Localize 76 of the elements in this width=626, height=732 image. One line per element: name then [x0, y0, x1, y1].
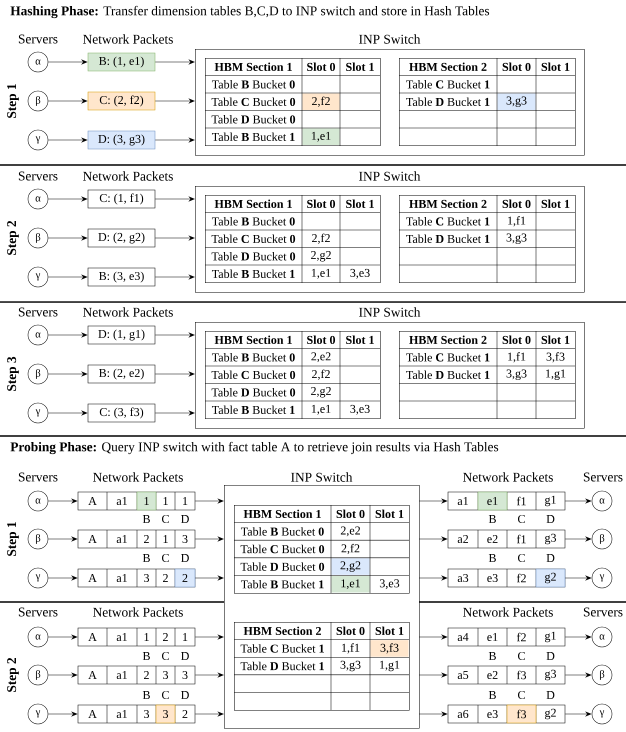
- column-letter: D: [546, 515, 554, 523]
- column-heading: Servers: [18, 172, 58, 180]
- column-letter: B: [142, 554, 150, 562]
- packet: a4 e1 f2 g1: [448, 628, 566, 646]
- packet: A a1 1 2 1: [78, 628, 196, 646]
- column-letter: C: [162, 554, 169, 562]
- hash-table: HBM Section 2 Slot 0 Slot 1 Table C Bucket 1 Table D Bucket 1 3,g3: [398, 58, 576, 146]
- hash-table: HBM Section 2 Slot 0 Slot 1 Table C Bucket 1 1,f1 3,f3 Table D Bucket 1 3,g3 1,g1: [234, 622, 410, 711]
- column-letter: B: [142, 652, 150, 660]
- column-letter: C: [162, 690, 169, 700]
- hash-table: HBM Section 2 Slot 0 Slot 1 Table C Bucket 1 1,f1 3,f3 Table D Bucket 1 3,g3 1,g1: [398, 330, 576, 420]
- packet: a2 e2 f1 g3: [448, 530, 566, 548]
- column-heading: Network Packets: [83, 34, 173, 44]
- hash-table: HBM Section 1 Slot 0 Slot 1 Table B Bucket 0 Table C Bucket 0 2,f2 Table D Bucket 0 Table B Bucket 1 1,e1: [204, 58, 381, 146]
- column-letter: C: [162, 514, 169, 524]
- packet: a1 e1 f1 g1: [448, 492, 566, 510]
- packet: A a1 3 3 2: [78, 704, 196, 724]
- column-letter: B: [488, 554, 496, 562]
- packet-box: B: (3, e3): [88, 268, 156, 286]
- packet-box: D: (3, g3): [88, 130, 156, 150]
- column-heading: Servers: [18, 34, 58, 44]
- step-label: Step 1: [7, 522, 19, 556]
- column-letter: D: [546, 652, 554, 660]
- hash-table: HBM Section 1 Slot 0 Slot 1 Table B Bucket 0 Table C Bucket 0 2,f2 Table D Bucket 0 2,g2 Table B Bucket 1 1,e1 3,e3: [204, 194, 381, 284]
- column-letter: D: [181, 652, 189, 660]
- node-label: INP Switch: [359, 171, 420, 181]
- column-heading: Network Packets: [83, 171, 173, 181]
- column-letter: C: [518, 514, 525, 524]
- column-letter: C: [518, 554, 525, 562]
- step-label: Step 3: [7, 356, 19, 391]
- hash-table: HBM Section 1 Slot 0 Slot 1 Table B Bucket 0 2,e2 Table C Bucket 0 2,f2 Table D Bucket 0 2,g2 Table B Bucket 1 1,e1 3,e3: [204, 330, 381, 420]
- column-letter: D: [546, 691, 554, 699]
- packet: A a1 2 1 3: [78, 530, 196, 548]
- packet-box: D: (1, g1): [88, 326, 156, 344]
- packet: a5 e2 f3 g3: [448, 666, 566, 684]
- packet: A a1 3 2 2: [78, 568, 196, 588]
- hash-table: HBM Section 1 Slot 0 Slot 1 Table B Bucket 0 2,e2 Table C Bucket 0 2,f2 Table D Bucket 0 2,g2 Table B Bucket 1 1,e1 3,e3: [234, 504, 410, 594]
- column-heading: Servers: [18, 608, 58, 616]
- column-letter: B: [142, 691, 150, 699]
- column-letter: B: [488, 652, 496, 660]
- column-heading: Servers: [584, 472, 623, 482]
- packet-box: B: (2, e2): [88, 364, 156, 384]
- step-label: Step 1: [7, 84, 19, 118]
- packet-box: B: (1, e1): [88, 52, 156, 72]
- column-letter: B: [488, 515, 496, 523]
- column-heading: Network Packets: [83, 307, 173, 317]
- hash-table: HBM Section 2 Slot 0 Slot 1 Table C Bucket 1 1,f1 Table D Bucket 1 3,g3: [398, 194, 576, 284]
- column-letter: C: [518, 690, 525, 700]
- column-letter: C: [518, 652, 525, 660]
- node-label: INP Switch: [359, 34, 420, 44]
- column-heading: Network Packets: [93, 607, 183, 617]
- column-letter: B: [488, 691, 496, 699]
- packet: A a1 2 3 3: [78, 666, 196, 684]
- column-heading: Servers: [18, 308, 58, 316]
- phase-title: Hashing Phase: Transfer dimension tables B,C,D to INP switch and store in Hash Tables: [10, 6, 490, 18]
- column-letter: D: [546, 554, 554, 562]
- column-heading: Servers: [18, 472, 58, 482]
- column-letter: D: [181, 515, 189, 523]
- node-label: INP Switch: [359, 307, 420, 317]
- column-letter: B: [142, 515, 150, 523]
- column-heading: Network Packets: [463, 607, 553, 617]
- step-label: Step 2: [7, 658, 19, 692]
- phase-title: Probing Phase: Query INP switch with fact table A to retrieve join results via Hash Tables: [10, 442, 498, 454]
- packet-box: D: (2, g2): [88, 228, 156, 248]
- step-label: Step 2: [7, 220, 19, 255]
- node-label: INP Switch: [291, 472, 352, 482]
- packet: a3 e3 f2 g2: [448, 568, 566, 588]
- column-letter: C: [162, 652, 169, 660]
- column-heading: Servers: [584, 608, 623, 616]
- packet-box: C: (2, f2): [88, 92, 156, 110]
- packet-box: C: (3, f3): [88, 404, 156, 422]
- packet: A a1 1 1 1: [78, 492, 196, 510]
- column-letter: D: [181, 554, 189, 562]
- packet: a6 e3 f3 g2: [448, 704, 566, 724]
- column-letter: D: [181, 691, 189, 699]
- packet-box: C: (1, f1): [88, 190, 156, 208]
